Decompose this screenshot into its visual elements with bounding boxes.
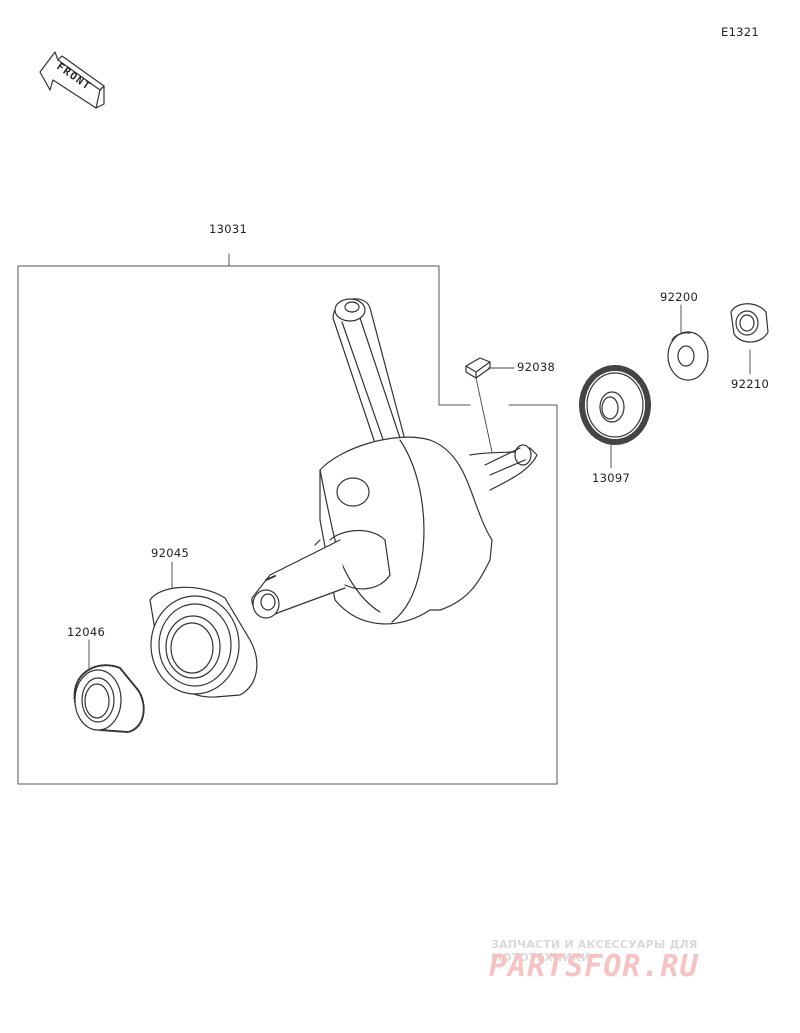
part-number-13031[interactable]: 13031 [209, 222, 248, 236]
washer [667, 331, 709, 381]
diagram-code: E1321 [721, 25, 760, 39]
part-number-92045[interactable]: 92045 [151, 546, 190, 560]
part-number-13097[interactable]: 13097 [592, 471, 631, 485]
assembly-frame [17, 253, 558, 785]
crankshaft [251, 436, 538, 625]
leader-lines [88, 304, 751, 669]
woodruff-key [465, 357, 491, 379]
collar [730, 303, 769, 343]
ball-bearing [149, 586, 258, 698]
part-number-12046[interactable]: 12046 [67, 625, 106, 639]
gear [579, 365, 651, 445]
part-number-92038[interactable]: 92038 [517, 360, 556, 374]
watermark-logo: PARTSFOR.RU [489, 949, 699, 984]
part-number-92200[interactable]: 92200 [660, 290, 699, 304]
watermark-tagline: ЗАПЧАСТИ И АКСЕССУАРЫ ДЛЯ МОТОТЕХНИКИ [491, 938, 698, 964]
connecting-rod [332, 298, 406, 459]
front-arrow-icon [39, 51, 105, 109]
part-number-92210[interactable]: 92210 [731, 377, 770, 391]
needle-bearing [73, 664, 145, 733]
